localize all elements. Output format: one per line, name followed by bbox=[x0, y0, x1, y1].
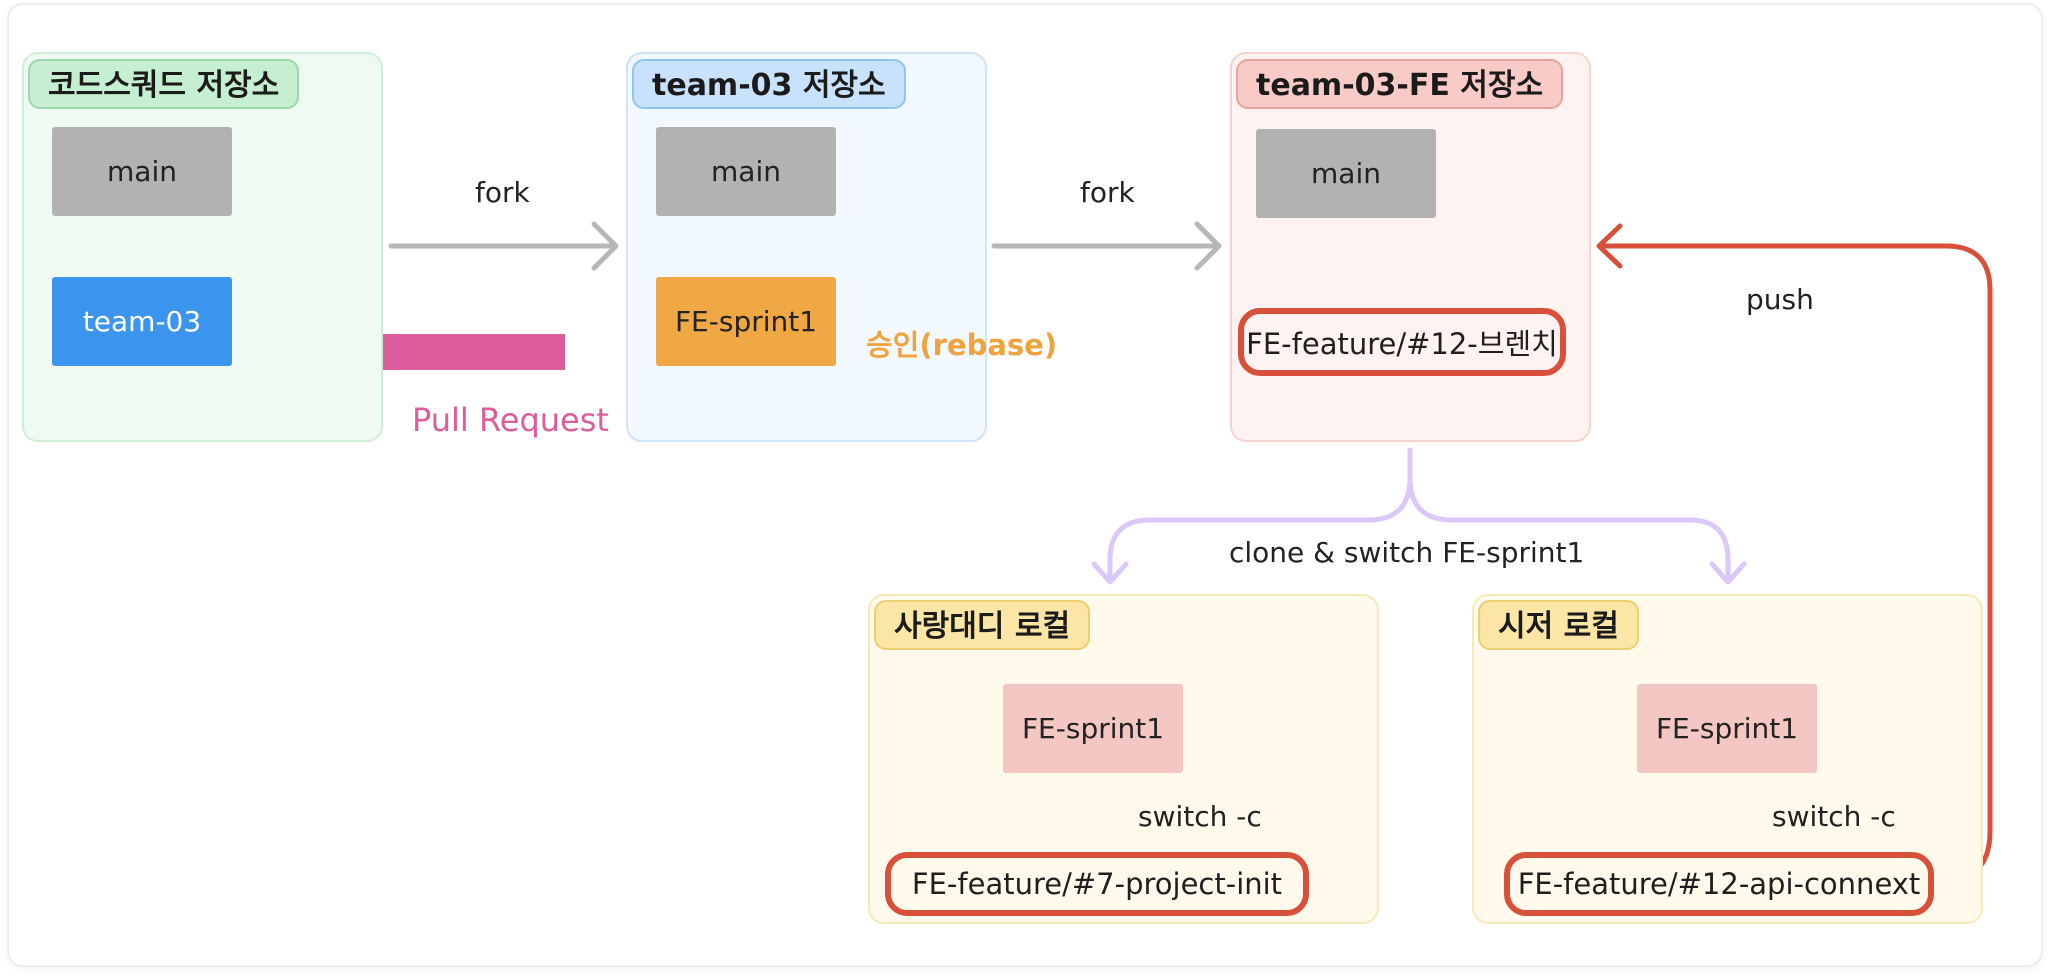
sarangdaedi-switch-label: switch -c bbox=[1138, 800, 1262, 833]
sarangdaedi-fe-sprint1-node[interactable]: FE-sprint1 bbox=[1003, 684, 1183, 773]
team03-repo-group bbox=[626, 52, 987, 442]
pull-request-label: Pull Request bbox=[412, 401, 609, 439]
fork-arrow-2 bbox=[991, 221, 1222, 271]
fork-label-1: fork bbox=[475, 176, 530, 209]
sarangdaedi-feature-branch-node[interactable]: FE-feature/#7-project-init bbox=[885, 852, 1309, 916]
team03-main-node[interactable]: main bbox=[656, 127, 836, 216]
team03-fe-sprint1-node[interactable]: FE-sprint1 bbox=[656, 277, 836, 366]
codesquad-main-node[interactable]: main bbox=[52, 127, 232, 216]
sijeo-local-tag: 시저 로컬 bbox=[1478, 600, 1639, 650]
approve-rebase-label: 승인(rebase) bbox=[866, 328, 1058, 362]
clone-switch-label: clone & switch FE-sprint1 bbox=[1229, 536, 1585, 569]
team03-repo-tag: team-03 저장소 bbox=[632, 59, 906, 109]
fork-arrow-1 bbox=[388, 221, 619, 271]
codesquad-repo-group bbox=[22, 52, 383, 442]
push-label: push bbox=[1746, 283, 1814, 316]
sijeo-fe-sprint1-node[interactable]: FE-sprint1 bbox=[1637, 684, 1817, 773]
sijeo-switch-label: switch -c bbox=[1772, 800, 1896, 833]
team03fe-feature-branch-node[interactable]: FE-feature/#12-브렌치 bbox=[1238, 308, 1566, 376]
sarangdaedi-local-tag: 사랑대디 로컬 bbox=[874, 600, 1091, 650]
codesquad-repo-tag: 코드스쿼드 저장소 bbox=[28, 59, 300, 109]
fork-label-2: fork bbox=[1080, 176, 1135, 209]
codesquad-team03-node[interactable]: team-03 bbox=[52, 277, 232, 366]
team03fe-repo-tag: team-03-FE 저장소 bbox=[1236, 59, 1564, 109]
team03fe-main-node[interactable]: main bbox=[1256, 129, 1436, 218]
team03fe-repo-group bbox=[1230, 52, 1591, 442]
clone-split-arrow bbox=[1091, 447, 1747, 585]
sijeo-feature-branch-node[interactable]: FE-feature/#12-api-connext bbox=[1504, 852, 1934, 916]
